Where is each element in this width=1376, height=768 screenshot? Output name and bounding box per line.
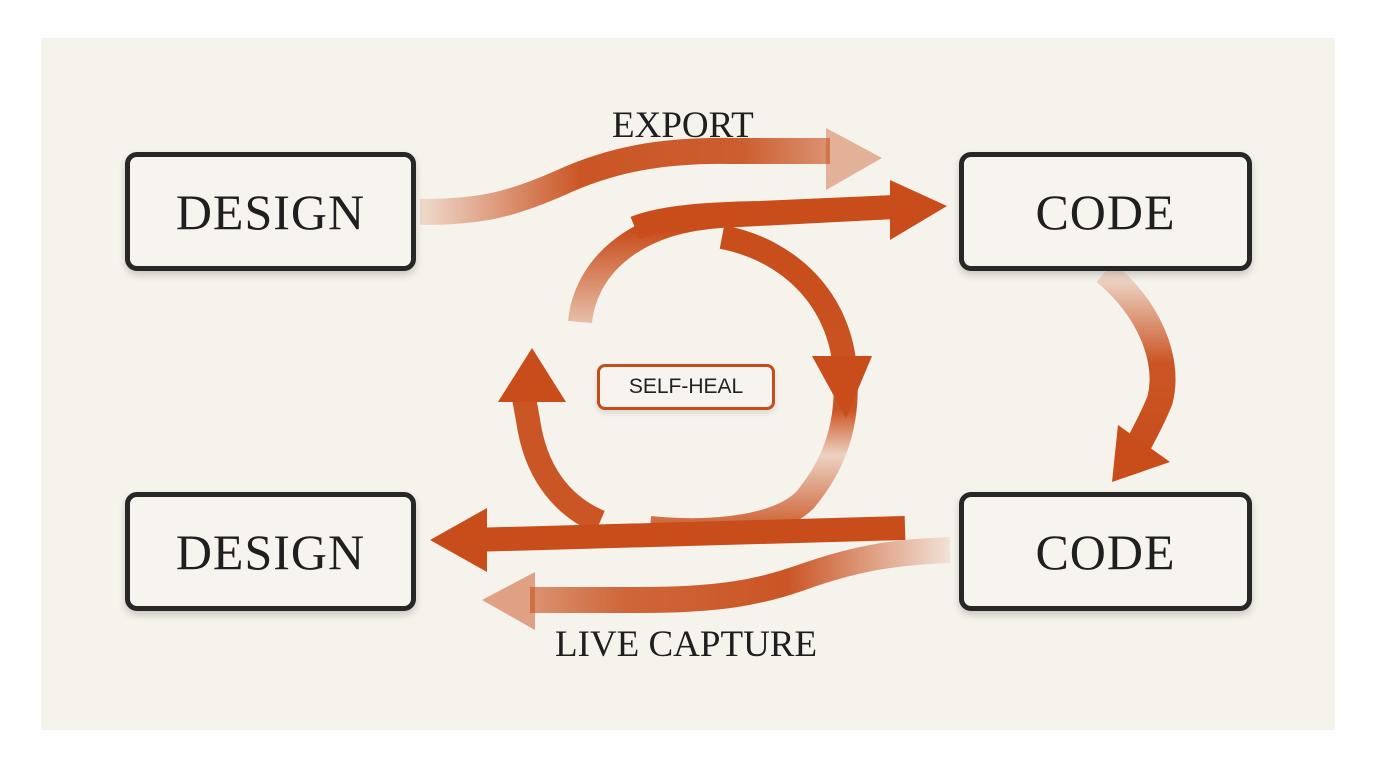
design-node-bottom-label: DESIGN: [175, 523, 366, 580]
design-node-bottom: DESIGN: [125, 492, 416, 611]
design-node-top: DESIGN: [125, 152, 416, 271]
self-heal-badge: SELF-HEAL: [597, 364, 775, 410]
live-capture-arrow: [482, 537, 951, 630]
code-node-bottom: CODE: [959, 492, 1252, 611]
self-heal-loop-left: [498, 348, 606, 534]
design-node-top-label: DESIGN: [175, 183, 366, 240]
loop-to-design-arrow: [430, 508, 906, 572]
code-node-top: CODE: [959, 152, 1252, 271]
code-node-top-label: CODE: [1035, 183, 1176, 240]
live-capture-label: LIVE CAPTURE: [555, 624, 818, 665]
code-node-bottom-label: CODE: [1035, 523, 1176, 580]
code-to-code-arrow: [1096, 262, 1176, 482]
loop-to-code-arrow: [568, 180, 947, 324]
export-label: EXPORT: [612, 105, 754, 146]
self-heal-label: SELF-HEAL: [628, 375, 744, 398]
export-arrow: [419, 128, 882, 225]
